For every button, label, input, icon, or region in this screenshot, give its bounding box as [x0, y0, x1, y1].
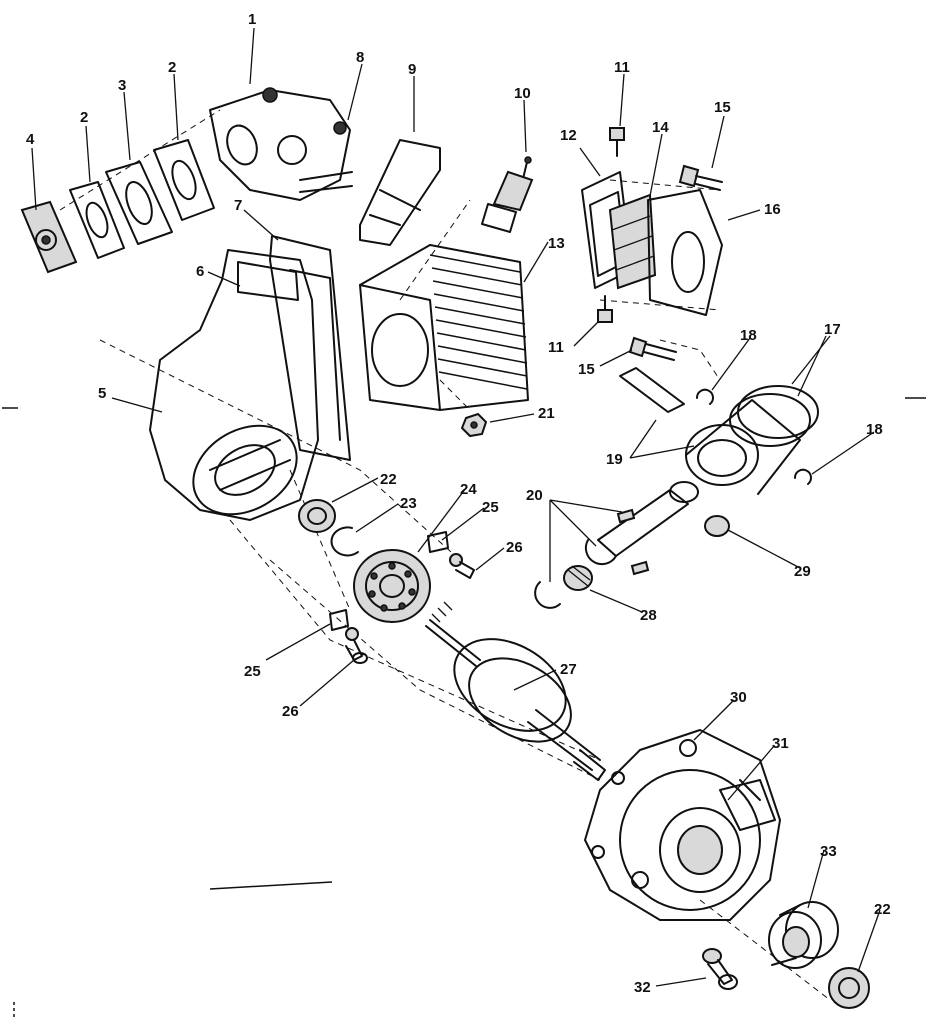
part-33-roller-bearing [768, 901, 839, 969]
part-30-crankcase-half [584, 729, 781, 921]
callout-12: 12 [560, 127, 577, 144]
part-28-needle-bearing [563, 565, 593, 591]
part-15-bolt-top [678, 164, 723, 191]
part-21-nut [460, 412, 488, 438]
callout-10: 10 [514, 85, 531, 102]
part-2-gasket-left [69, 181, 125, 259]
callout-18-top: 18 [740, 327, 757, 344]
part-26-screw-bottom [345, 627, 368, 664]
callout-1: 1 [248, 11, 256, 28]
callout-7: 7 [234, 197, 242, 214]
part-1-carburetor [209, 87, 353, 201]
callout-25-bottom: 25 [244, 663, 261, 680]
callout-11-top: 11 [614, 59, 630, 76]
part-16-muffler-body [647, 189, 723, 316]
part-13-cylinder [359, 244, 529, 411]
callout-6: 6 [196, 263, 204, 280]
part-25-lock-plate-bottom [329, 609, 349, 631]
callout-26-top: 26 [506, 539, 523, 556]
part-24-ball-bearing [353, 549, 431, 623]
part-19-piston [685, 399, 801, 495]
callout-13: 13 [548, 235, 565, 252]
part-9-baffle [359, 139, 441, 246]
part-4-flange-plate [20, 200, 78, 274]
part-22-oil-seal-left [298, 499, 336, 533]
callout-31: 31 [772, 735, 789, 752]
part-15-bolt-bottom [628, 336, 677, 361]
callout-21: 21 [538, 405, 555, 422]
part-20-connecting-rod [534, 481, 699, 609]
callout-18-right: 18 [866, 421, 883, 438]
part-26-screw-top [449, 553, 475, 579]
part-3-spacer [105, 161, 173, 245]
part-29-needle-bearing [704, 515, 730, 537]
callout-24: 24 [460, 481, 477, 498]
callout-32: 32 [634, 979, 651, 996]
alignment-lines [59, 109, 831, 1001]
part-5-crankcase [149, 249, 319, 521]
part-25-lock-plate-top [427, 531, 449, 553]
callout-8: 8 [356, 49, 364, 66]
underline-rule [209, 881, 333, 890]
callout-29: 29 [794, 563, 811, 580]
callout-25-top: 25 [482, 499, 499, 516]
callout-33: 33 [820, 843, 837, 860]
part-11-screw-top [609, 127, 625, 157]
part-19-piston-pin [619, 367, 685, 413]
part-18-circlip-right [793, 468, 812, 485]
callout-28: 28 [640, 607, 657, 624]
part-31-bearing-housing [719, 779, 776, 831]
part-17-piston-rings [729, 385, 819, 447]
part-14-screen [608, 193, 657, 290]
part-22-oil-seal-right [828, 967, 870, 1009]
callout-27: 27 [560, 661, 577, 678]
callout-15-bottom: 15 [578, 361, 595, 378]
callout-4: 4 [26, 131, 35, 148]
callout-30: 30 [730, 689, 747, 706]
callout-20: 20 [526, 487, 543, 504]
callout-9: 9 [408, 61, 416, 78]
callout-2-left: 2 [80, 109, 88, 126]
callout-2-right: 2 [168, 59, 176, 76]
part-27-crankshaft [425, 601, 606, 781]
callout-labels: 1 8 9 10 11 15 12 14 16 13 4 2 3 2 7 6 5… [26, 11, 891, 996]
part-23-snap-ring [330, 526, 359, 557]
callout-23: 23 [400, 495, 417, 512]
callout-3: 3 [118, 77, 126, 94]
callout-14: 14 [652, 119, 669, 136]
callout-22-left: 22 [380, 471, 397, 488]
part-18-circlip-top [695, 388, 714, 405]
callout-11-bottom: 11 [548, 339, 564, 356]
part-11-screw-bottom [597, 295, 613, 323]
callout-15-top: 15 [714, 99, 731, 116]
part-2-gasket-right [153, 139, 215, 221]
callout-17: 17 [824, 321, 841, 338]
callout-16: 16 [764, 201, 781, 218]
callout-26-bottom: 26 [282, 703, 299, 720]
callout-5: 5 [98, 385, 106, 402]
part-32-screw [702, 948, 738, 990]
callout-22-right: 22 [874, 901, 891, 918]
leader-lines [31, 27, 881, 987]
callout-19: 19 [606, 451, 623, 468]
part-10-spark-plug [481, 156, 534, 233]
